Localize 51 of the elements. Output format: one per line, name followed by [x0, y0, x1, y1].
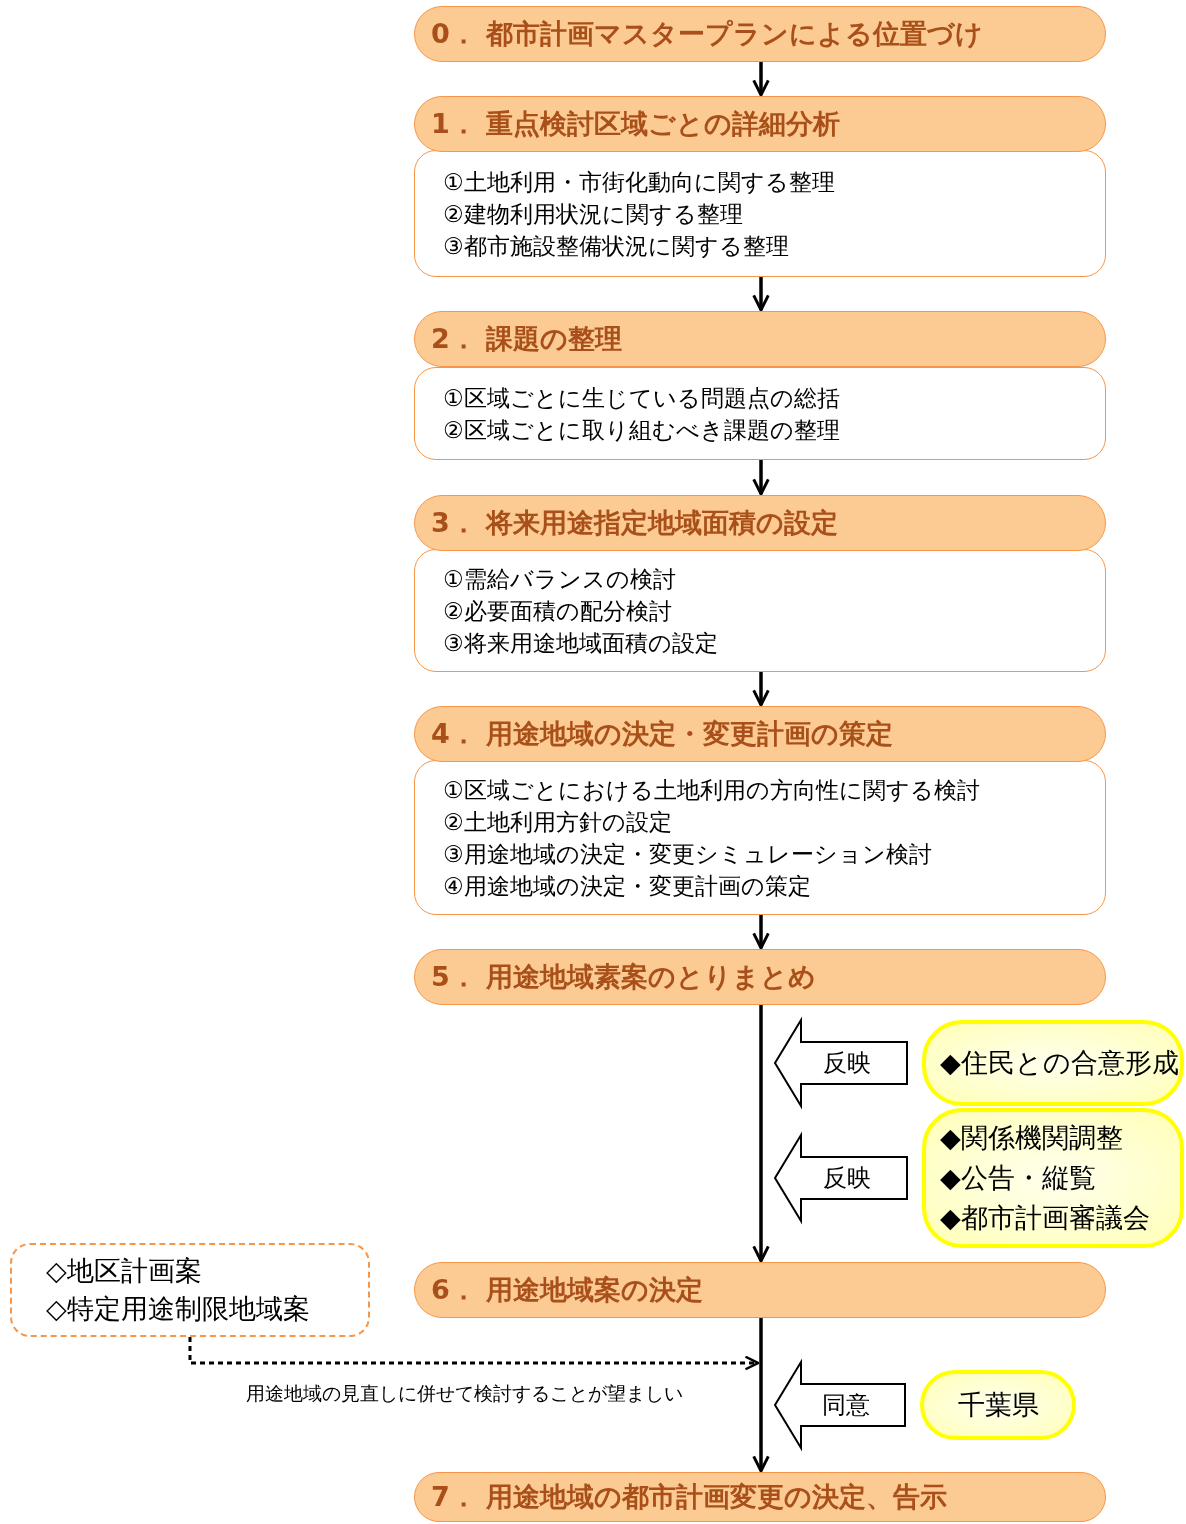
dashed-arrow: [188, 1337, 760, 1371]
step-title: 2． 課題の整理: [431, 322, 624, 356]
arrow: [752, 460, 770, 496]
task-item: ②建物利用状況に関する整理: [443, 199, 744, 229]
input-item: ◆住民との合意形成: [940, 1046, 1180, 1080]
step-header: [414, 311, 1106, 367]
task-item: ②区域ごとに取り組むべき課題の整理: [443, 415, 841, 445]
step-header: [414, 706, 1106, 762]
step-header: [414, 96, 1106, 152]
task-item: ①土地利用・市街化動向に関する整理: [443, 167, 836, 197]
input-item: 千葉県: [957, 1388, 1039, 1422]
step-header: [414, 949, 1106, 1005]
step-detail-box: [414, 150, 1106, 277]
related-plan-box: [10, 1243, 370, 1337]
step-header: [414, 1472, 1106, 1522]
step-title: 4． 用途地域の決定・変更計画の策定: [431, 717, 895, 751]
step-detail-box: [414, 367, 1106, 460]
step-header: [414, 6, 1106, 62]
arrow: [752, 1318, 770, 1473]
edge-label: 同意: [822, 1390, 870, 1420]
step-title: 7． 用途地域の都市計画変更の決定、告示: [431, 1480, 949, 1514]
plan-item: ◇地区計画案: [46, 1254, 203, 1288]
task-item: ③都市施設整備状況に関する整理: [443, 231, 790, 261]
arrow: [752, 672, 770, 707]
task-item: ②必要面積の配分検討: [443, 596, 673, 626]
input-item: ◆都市計画審議会: [940, 1201, 1151, 1235]
step-detail-box: [414, 760, 1106, 915]
arrow: [752, 277, 770, 312]
arrow: [752, 62, 770, 97]
arrow: [752, 1005, 770, 1263]
edge-label: 用途地域の見直しに併せて検討することが望ましい: [245, 1381, 683, 1405]
input-item: ◆公告・縦覧: [940, 1161, 1097, 1195]
task-item: ③用途地域の決定・変更シミュレーション検討: [443, 839, 933, 869]
step-detail-box: [414, 549, 1106, 672]
task-item: ①区域ごとにおける土地利用の方向性に関する検討: [443, 775, 981, 805]
plan-item: ◇特定用途制限地域案: [46, 1292, 311, 1326]
input-item: ◆関係機関調整: [940, 1121, 1124, 1155]
arrow: [752, 915, 770, 950]
task-item: ④用途地域の決定・変更計画の策定: [443, 871, 812, 901]
task-item: ①需給バランスの検討: [443, 564, 677, 594]
task-item: ①区域ごとに生じている問題点の総括: [443, 383, 841, 413]
step-title: 5． 用途地域素案のとりまとめ: [431, 960, 818, 994]
step-title: 3． 将来用途指定地域面積の設定: [431, 506, 840, 540]
step-title: 1． 重点検討区域ごとの詳細分析: [431, 107, 842, 141]
task-item: ②土地利用方針の設定: [443, 807, 673, 837]
step-header: [414, 495, 1106, 551]
task-item: ③将来用途地域面積の設定: [443, 628, 719, 658]
step-header: [414, 1262, 1106, 1318]
step-title: 0． 都市計画マスタープランによる位置づけ: [431, 17, 985, 51]
step-title: 6． 用途地域案の決定: [431, 1273, 705, 1307]
input-box: [922, 1108, 1184, 1248]
